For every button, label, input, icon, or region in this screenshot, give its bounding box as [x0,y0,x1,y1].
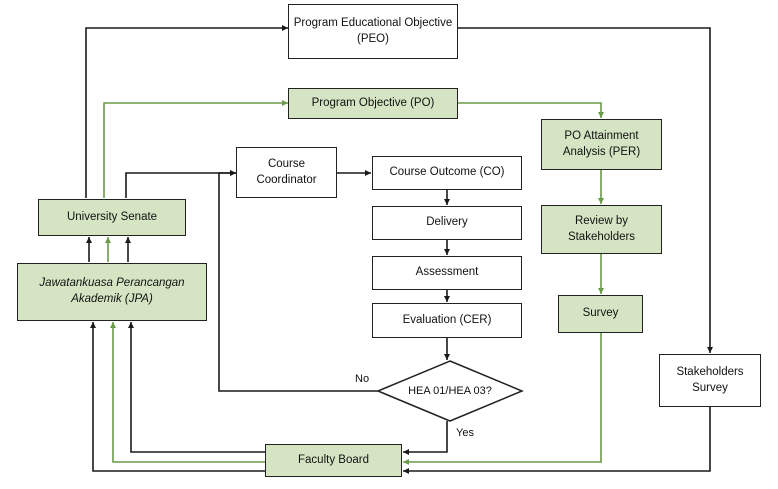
label-no: No [355,373,370,385]
node-delivery: Delivery [372,206,522,240]
node-university-senate: University Senate [38,199,186,236]
node-university-senate-label: University Senate [66,210,158,223]
decision-diamond [376,360,524,422]
node-evaluation: Evaluation (CER) [372,303,522,338]
arrow-po-to-attainment [457,102,604,118]
arrow-decision-no [218,170,378,392]
node-peo-label: Program Educational Objective (PEO) [293,16,453,45]
decision-label: HEA 01/HEA 03? [408,385,492,397]
label-yes: Yes [456,427,474,439]
node-jpa: Jawatankuasa Perancangan Akademik (JPA) [17,263,207,321]
node-assessment-label: Assessment [415,266,479,279]
node-course-coordinator: Course Coordinator [236,147,337,198]
arrow-survey-to-faculty [403,333,602,465]
arrow-stakeholders-to-faculty [403,407,711,474]
node-po-label: Program Objective (PO) [311,96,435,109]
arrow-senate-to-peo [85,25,288,198]
node-peo: Program Educational Objective (PEO) [288,4,458,59]
node-evaluation-label: Evaluation (CER) [402,313,492,326]
arrow-faculty-to-jpa-green [110,322,265,463]
arrow-senate-to-po [103,100,288,198]
arrow-faculty-to-jpa-inner [128,322,265,453]
node-course-coordinator-label: Course Coordinator [256,157,317,186]
node-assessment: Assessment [372,256,522,290]
node-survey: Survey [558,295,643,333]
node-survey-label: Survey [582,307,619,320]
node-review-label: Review by Stakeholders [567,214,636,243]
node-po-attainment: PO Attainment Analysis (PER) [541,119,662,170]
node-stakeholders-survey: Stakeholders Survey [659,354,761,407]
node-course-outcome: Course Outcome (CO) [372,156,522,190]
node-delivery-label: Delivery [426,216,468,229]
arrow-senate-to-coordinator [125,170,236,198]
node-stakeholders-survey-label: Stakeholders Survey [676,365,744,394]
arrow-peo-to-stakeholders-survey [457,27,713,353]
arrow-faculty-to-jpa-outer [90,322,265,472]
node-review: Review by Stakeholders [541,205,662,254]
node-jpa-label: Jawatankuasa Perancangan Akademik (JPA) [39,277,185,305]
node-course-outcome-label: Course Outcome (CO) [389,166,505,179]
arrow-decision-yes [403,421,448,455]
node-po-attainment-label: PO Attainment Analysis (PER) [562,129,641,158]
node-faculty-board: Faculty Board [265,444,402,477]
node-faculty-board-label: Faculty Board [298,453,369,466]
node-po: Program Objective (PO) [288,88,458,119]
